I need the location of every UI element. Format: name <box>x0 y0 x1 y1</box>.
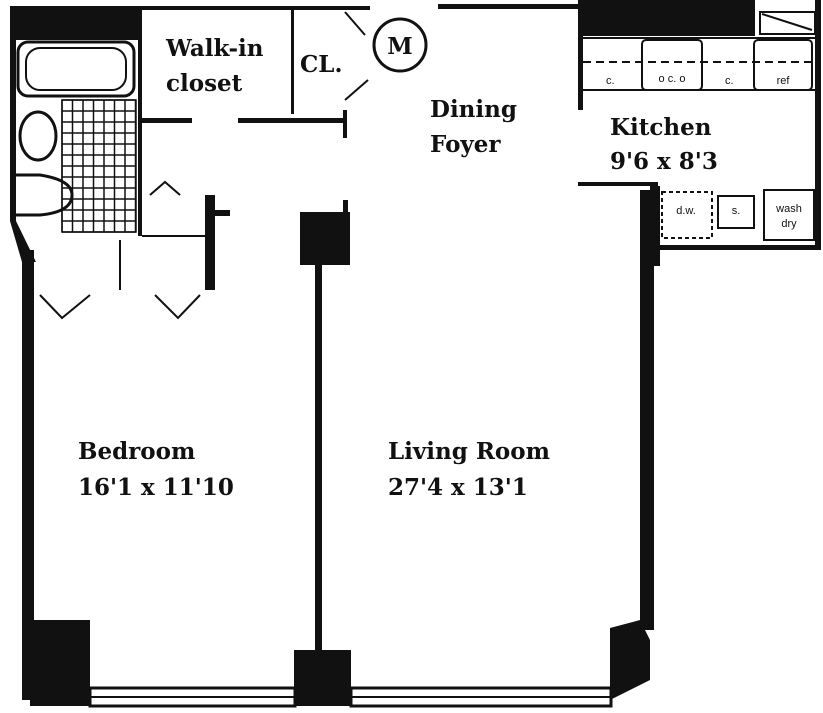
bathroom-fixtures <box>16 40 137 233</box>
bedroom-size: 16'1 x 11'10 <box>78 474 234 501</box>
bedroom-label: Bedroom <box>78 438 195 465</box>
sink-icon <box>18 110 58 162</box>
counter-label: c. <box>606 75 615 87</box>
walk-in-closet-label: Walk-in <box>165 35 264 62</box>
bathtub-icon <box>16 40 136 98</box>
kitchen-fixtures <box>583 11 816 241</box>
dishwasher-label: d.w. <box>676 205 696 217</box>
doors <box>39 11 369 320</box>
kitchen-size: 9'6 x 8'3 <box>610 148 718 175</box>
washer-label: wash <box>775 203 802 215</box>
foyer-label: Foyer <box>430 131 501 158</box>
cooktop-label: o c. o <box>659 73 686 85</box>
closet-label: CL. <box>300 51 343 78</box>
dryer-label: dry <box>781 218 797 230</box>
room-labels: Walk-in closet CL. Dining Foyer Kitchen … <box>78 35 718 501</box>
walk-in-closet-label-2: closet <box>166 70 243 97</box>
kitchen-sink-label: s. <box>732 205 741 217</box>
counter-label-2: c. <box>725 75 734 87</box>
meter: M <box>372 17 428 73</box>
walls <box>10 0 821 708</box>
toilet-icon <box>16 173 74 217</box>
kitchen-labels: c. o c. o c. ref d.w. s. wash dry <box>606 73 802 230</box>
dining-label: Dining <box>430 96 517 123</box>
living-room-label: Living Room <box>388 438 550 465</box>
refrigerator-label: ref <box>777 75 791 87</box>
living-room-size: 27'4 x 13'1 <box>388 474 528 501</box>
meter-label: M <box>387 33 412 60</box>
kitchen-label: Kitchen <box>610 114 712 141</box>
